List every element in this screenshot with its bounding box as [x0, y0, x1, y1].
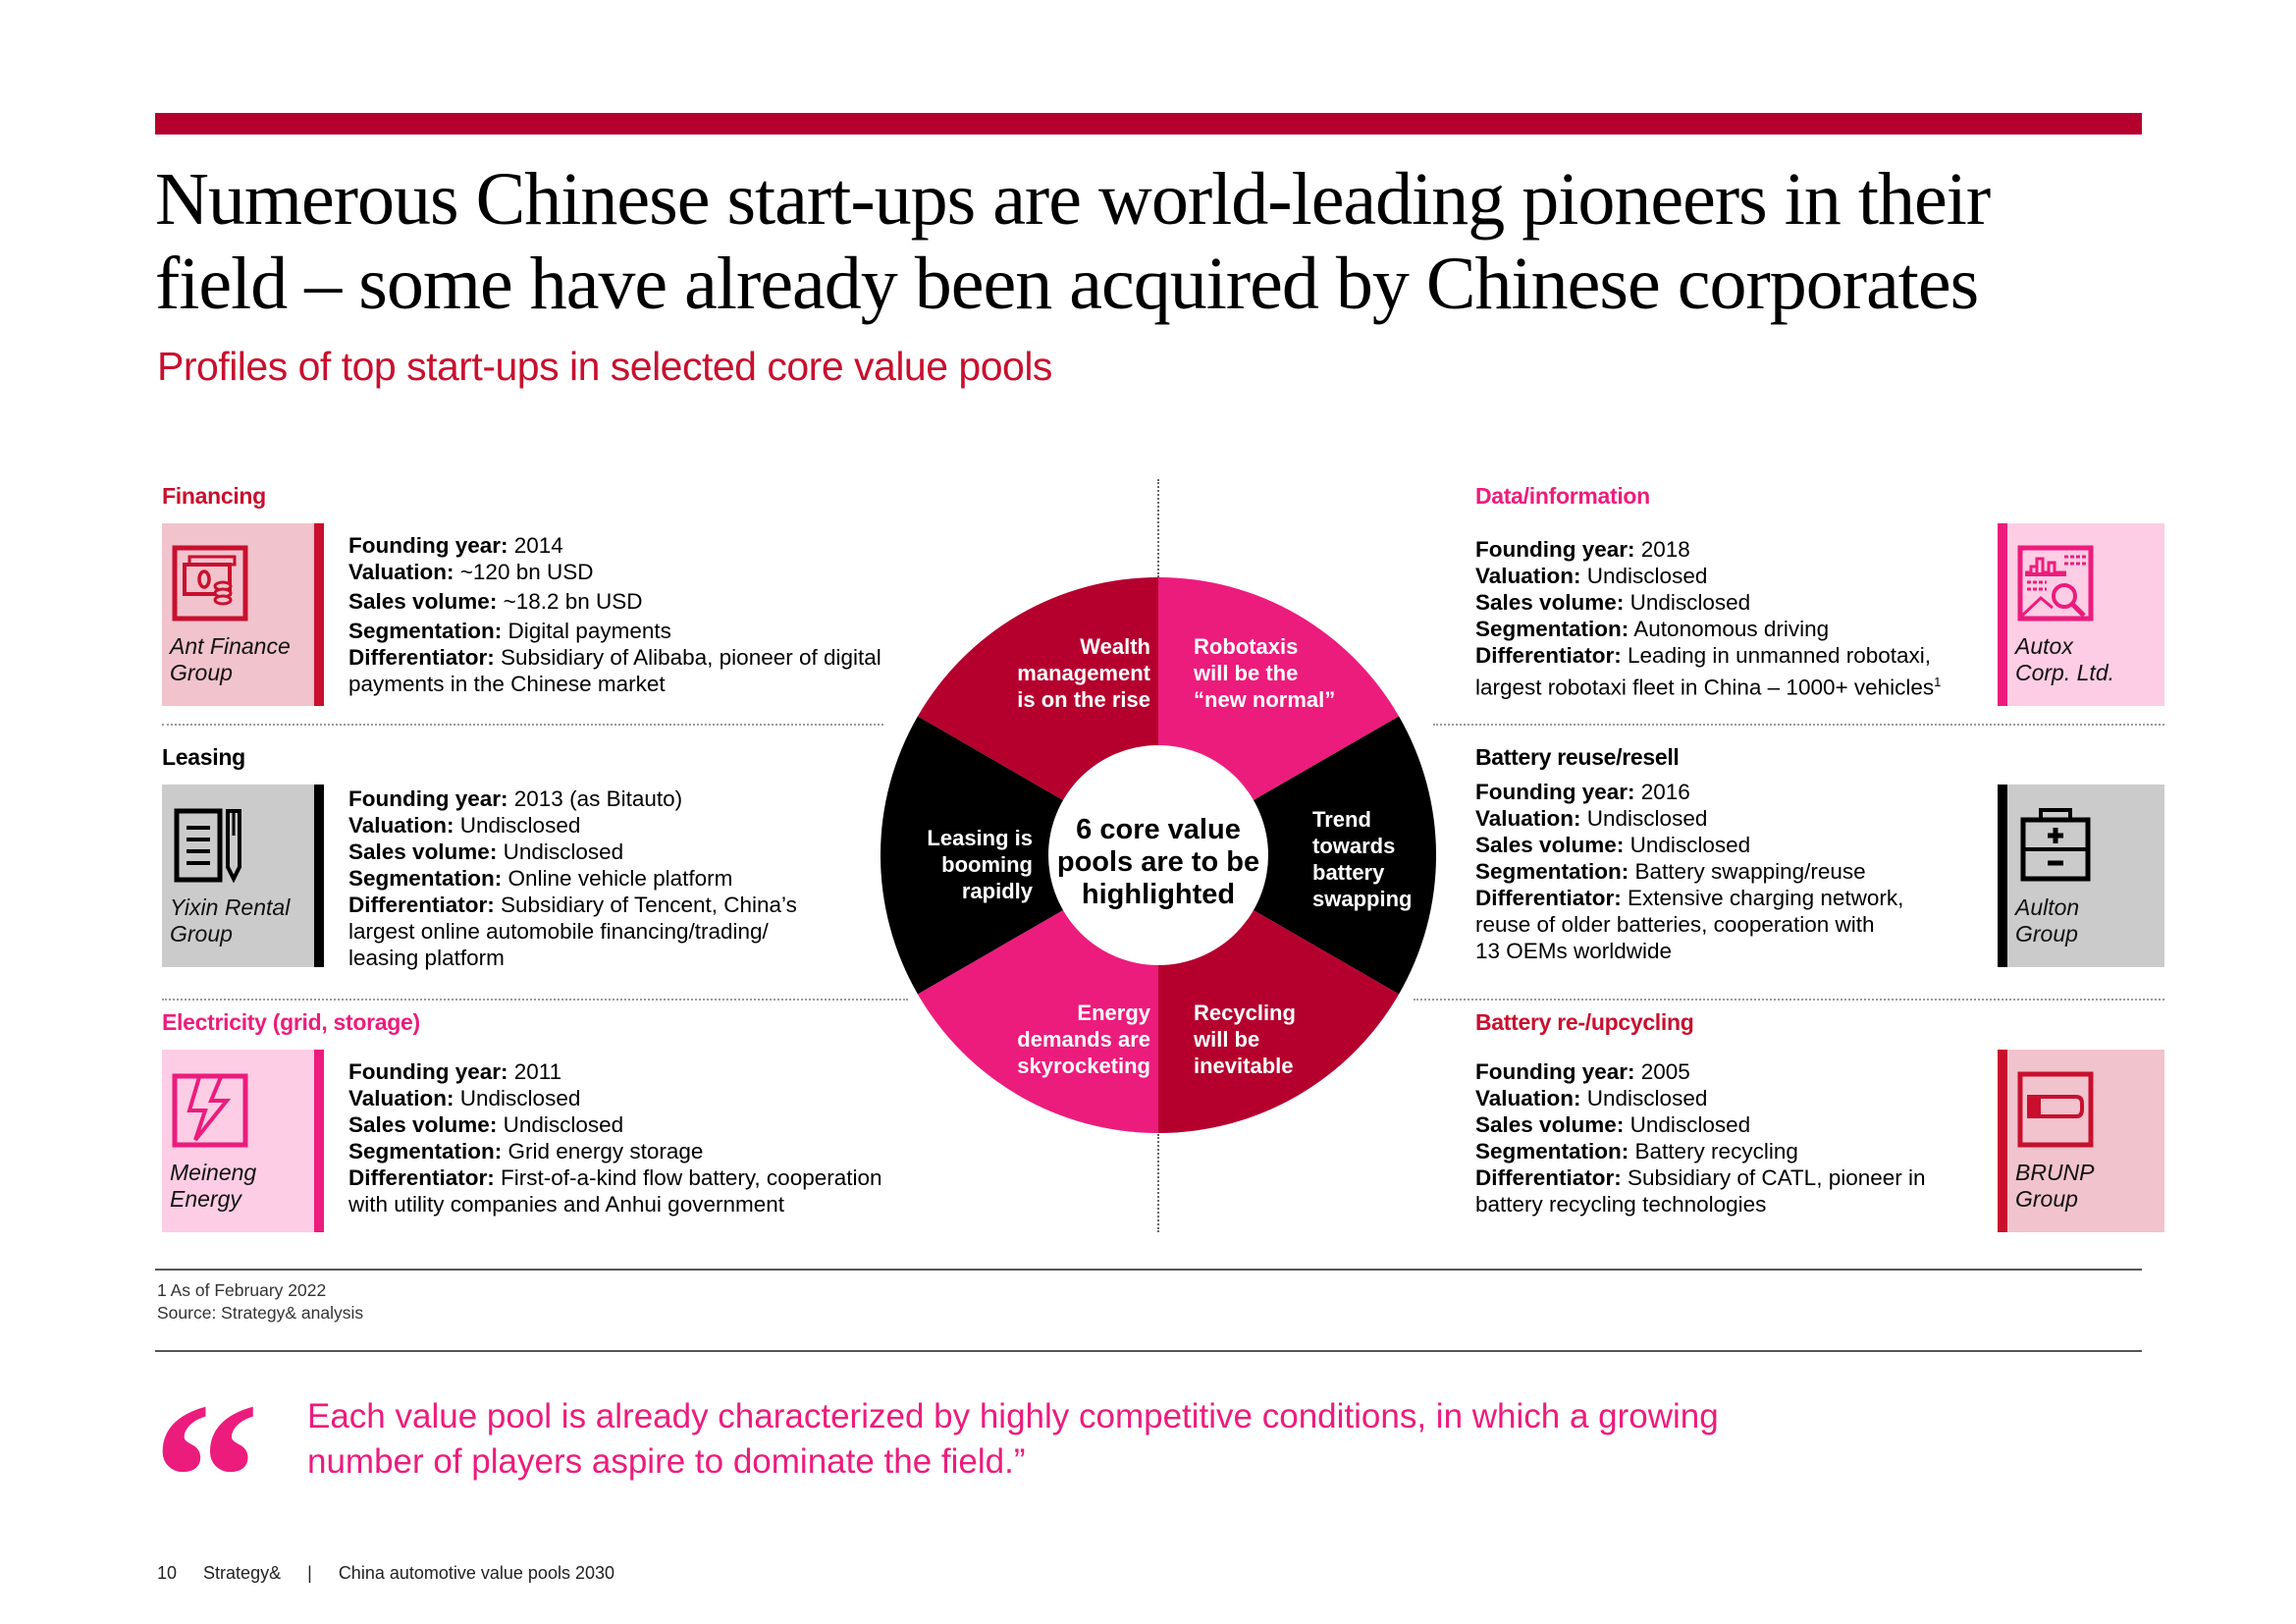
company-name: Autox Corp. Ltd. — [2015, 633, 2114, 685]
company-card-ant-finance: Ant Finance Group — [162, 523, 324, 706]
footer-brand: Strategy& — [203, 1563, 282, 1583]
page-subtitle: Profiles of top start-ups in selected co… — [157, 344, 1052, 389]
row-divider-left-1 — [162, 724, 883, 726]
company-name: Yixin Rental Group — [170, 894, 291, 947]
row-divider-right-1 — [1433, 724, 2164, 726]
company-card-aulton: Aulton Group — [2007, 785, 2164, 967]
category-data-information: Data/information — [1475, 483, 1650, 509]
card-accent-bar — [314, 523, 324, 706]
company-name: Aulton Group — [2015, 894, 2080, 947]
footnote-1: 1 As of February 2022 — [157, 1280, 327, 1300]
donut-chart-graphic — [880, 577, 1437, 1133]
notes-bottom-rule — [155, 1350, 2142, 1352]
footer-separator: | — [307, 1563, 312, 1583]
page-title: Numerous Chinese start-ups are world-lea… — [155, 157, 2216, 326]
battery-plus-minus-icon — [2017, 806, 2094, 883]
quote-mark-icon: “ — [152, 1358, 260, 1597]
category-battery-upcycling: Battery re-/upcycling — [1475, 1009, 1694, 1035]
category-financing: Financing — [162, 483, 266, 509]
card-accent-bar — [1998, 523, 2007, 706]
document-pen-icon — [172, 806, 248, 884]
profile-details-autox: Founding year: 2018 Valuation: Undisclos… — [1475, 537, 1942, 700]
center-divider-bottom — [1157, 1134, 1159, 1232]
profile-details-meineng: Founding year: 2011 Valuation: Undisclos… — [348, 1059, 882, 1217]
card-accent-bar — [314, 785, 324, 967]
data-chart-magnifier-icon — [2017, 545, 2094, 622]
company-name: Meineng Energy — [170, 1160, 257, 1212]
pull-quote: Each value pool is already characterized… — [307, 1397, 1719, 1481]
company-name: BRUNP Group — [2015, 1160, 2095, 1212]
footer-publication: China automotive value pools 2030 — [338, 1563, 615, 1583]
company-card-brunp: BRUNP Group — [2007, 1050, 2164, 1232]
row-divider-right-2 — [1414, 999, 2164, 1001]
row-divider-left-2 — [162, 999, 908, 1001]
notes-top-rule — [155, 1269, 2142, 1271]
footnotes: 1 As of February 2022 Source: Strategy& … — [157, 1279, 363, 1325]
title-line-2: field – some have already been acquired … — [155, 243, 1979, 325]
company-name: Ant Finance Group — [170, 633, 291, 685]
profile-details-aulton: Founding year: 2016 Valuation: Undisclos… — [1475, 780, 1904, 963]
money-coins-icon — [172, 545, 248, 622]
card-accent-bar — [314, 1050, 324, 1232]
profile-details-ant-finance: Founding year: 2014 Valuation: ~120 bn U… — [348, 533, 881, 696]
page-footer: 10 Strategy& | China automotive value po… — [157, 1563, 636, 1584]
category-leasing: Leasing — [162, 744, 245, 770]
profile-details-yixin: Founding year: 2013 (as Bitauto) Valuati… — [348, 786, 797, 970]
company-card-yixin: Yixin Rental Group — [162, 785, 324, 967]
card-accent-bar — [1998, 785, 2007, 967]
center-divider-top — [1157, 479, 1159, 577]
company-card-meineng: Meineng Energy — [162, 1050, 324, 1232]
card-accent-bar — [1998, 1050, 2007, 1232]
value-pools-donut — [880, 577, 1437, 1133]
category-battery-reuse: Battery reuse/resell — [1475, 744, 1680, 770]
page-number: 10 — [157, 1563, 178, 1583]
top-accent-bar — [155, 113, 2142, 135]
lightning-bolt-icon — [172, 1071, 248, 1148]
category-electricity: Electricity (grid, storage) — [162, 1009, 420, 1035]
profile-details-brunp: Founding year: 2005 Valuation: Undisclos… — [1475, 1059, 1926, 1217]
source-note: Source: Strategy& analysis — [157, 1303, 364, 1323]
battery-low-icon — [2017, 1071, 2094, 1148]
company-card-autox: Autox Corp. Ltd. — [2007, 523, 2164, 706]
title-line-1: Numerous Chinese start-ups are world-lea… — [155, 158, 1991, 241]
